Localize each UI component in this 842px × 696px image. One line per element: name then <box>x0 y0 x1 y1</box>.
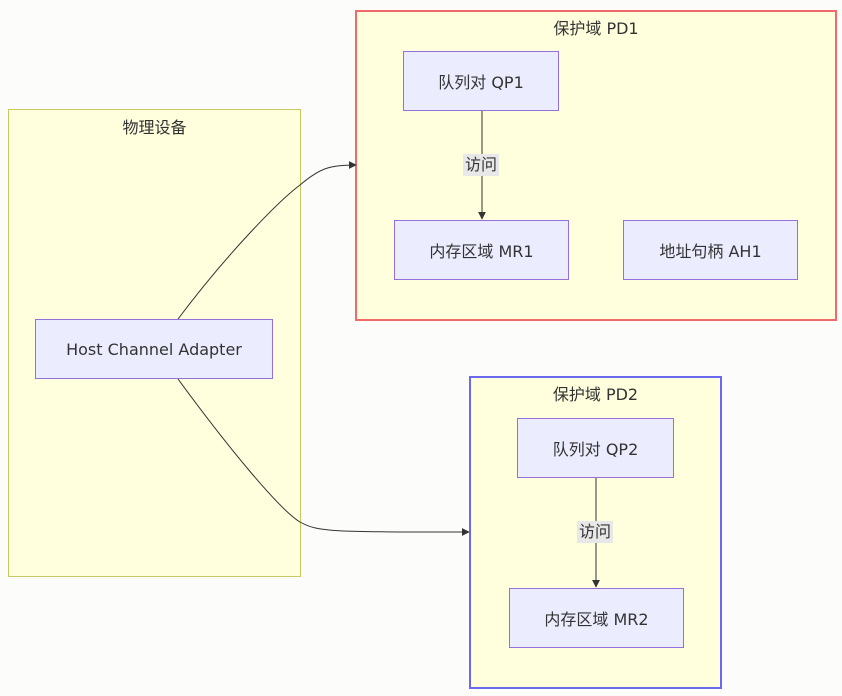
node-label-mr1: 内存区域 MR1 <box>429 242 534 261</box>
node-queue-pair-qp1: 队列对 QP1 <box>403 51 559 111</box>
node-memory-region-mr2: 内存区域 MR2 <box>509 588 684 648</box>
node-queue-pair-qp2: 队列对 QP2 <box>517 418 674 478</box>
node-host-channel-adapter: Host Channel Adapter <box>35 319 273 379</box>
node-address-handle-ah1: 地址句柄 AH1 <box>623 220 798 280</box>
node-label-mr2: 内存区域 MR2 <box>544 610 649 629</box>
node-label-qp1: 队列对 QP1 <box>438 73 524 92</box>
node-label-hca: Host Channel Adapter <box>66 339 242 359</box>
node-label-ah1: 地址句柄 AH1 <box>659 242 762 261</box>
edge-label-qp2-mr2: 访问 <box>577 521 614 543</box>
cluster-title-physical-device: 物理设备 <box>122 118 187 137</box>
edge-label-qp1-mr1: 访问 <box>463 154 500 176</box>
cluster-title-pd1: 保护域 PD1 <box>553 19 639 38</box>
node-memory-region-mr1: 内存区域 MR1 <box>394 220 569 280</box>
cluster-title-pd2: 保护域 PD2 <box>552 385 639 404</box>
node-label-qp2: 队列对 QP2 <box>552 440 639 459</box>
